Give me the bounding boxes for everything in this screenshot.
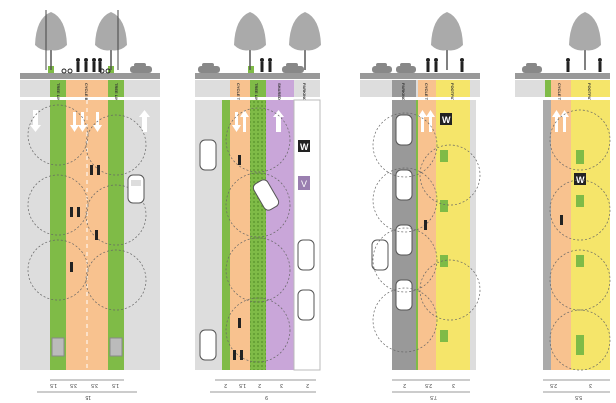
total-width-label: 9 <box>265 394 268 400</box>
v-sign-label: V <box>301 179 307 189</box>
dimension-label: 3 <box>589 382 592 388</box>
car-icon <box>127 174 145 204</box>
cyclist-icon <box>424 220 427 230</box>
dimension-label: 2 <box>224 382 227 388</box>
tree-icon <box>431 12 463 70</box>
dimension-label: 2.5 <box>425 382 432 388</box>
w-sign <box>574 173 586 185</box>
dimension-label: 1.5 <box>112 382 119 388</box>
car-icon <box>372 63 416 73</box>
green-planter <box>576 150 584 355</box>
cyclist-icon <box>560 215 563 225</box>
people-icon <box>260 58 272 72</box>
w-sign <box>298 140 310 152</box>
cyclist-icon <box>70 165 100 272</box>
section-2-elevation <box>195 12 321 79</box>
dimension-label: 2 <box>258 382 261 388</box>
section-1-elevation <box>20 10 160 79</box>
bike-icon <box>61 68 111 74</box>
section-4-dimensions: 2.5 3 5.5 <box>543 379 610 400</box>
tree-icon <box>95 12 127 70</box>
planter-box <box>51 337 65 357</box>
total-width-label: 7.5 <box>430 394 437 400</box>
section-4-plan: W <box>515 100 611 371</box>
green-planter <box>440 150 448 342</box>
car-icon <box>199 139 315 361</box>
section-1: TREE LINE CYCLE BOULEVARD TREE LINE <box>20 10 160 400</box>
people-icon <box>566 58 602 72</box>
dimension-label: 2 <box>306 382 309 388</box>
direction-arrows <box>232 110 284 132</box>
people-icon <box>426 58 464 72</box>
strip-label: PARKING <box>302 83 307 101</box>
w-sign <box>440 113 452 125</box>
direction-arrows <box>418 110 435 132</box>
section-4-label-row: CYCLE TRACK FOOTPATH <box>515 80 610 112</box>
strip-label: CYCLE TRACK <box>424 83 429 112</box>
tree-icon <box>569 12 601 70</box>
strip-label: TREE LINE <box>254 83 259 104</box>
tree-icon <box>234 12 266 70</box>
dimension-label: 3.5 <box>70 382 77 388</box>
tree-icon <box>35 12 67 70</box>
total-width-label: 15 <box>85 394 91 400</box>
total-width-label: 5.5 <box>575 394 582 400</box>
cyclist-icon <box>233 155 243 360</box>
section-1-dimensions: 1.5 3.5 3.5 1.5 15 <box>37 379 137 400</box>
strip-label: CYCLE TRACK <box>557 83 562 112</box>
tree-icon <box>289 12 321 70</box>
dimension-label: 1.5 <box>239 382 246 388</box>
w-sign-label: W <box>442 115 451 125</box>
section-4: CYCLE TRACK FOOTPATH W <box>515 12 611 400</box>
dimension-label: 3 <box>280 382 283 388</box>
strip-label: PARKING <box>401 83 406 101</box>
dimension-label: 1.5 <box>50 382 57 388</box>
car-icon <box>371 114 413 311</box>
strip-label: CYCLE TRACK <box>236 83 241 112</box>
section-2-label-row: CYCLE TRACK TREE LINE SHARED SPACE PARKI… <box>195 80 320 115</box>
strip-label: FOOTPATH <box>587 83 592 105</box>
section-2-plan: W V <box>195 99 321 371</box>
strip-label: TREE LINE <box>114 83 119 104</box>
section-3-dimensions: 2 2.5 3 7.5 <box>392 379 470 400</box>
car-icon <box>130 63 152 73</box>
planter-box <box>109 337 123 357</box>
section-2-dimensions: 2 1.5 2 3 2 9 <box>210 379 316 400</box>
people-icon <box>76 58 102 72</box>
strip-label: TREE LINE <box>56 83 61 104</box>
tree-canopy <box>549 109 611 371</box>
dimension-label: 2.5 <box>550 382 557 388</box>
section-2: CYCLE TRACK TREE LINE SHARED SPACE PARKI… <box>195 12 321 400</box>
direction-arrows <box>30 110 150 132</box>
car-icon <box>198 63 220 73</box>
section-1-label-row: TREE LINE CYCLE BOULEVARD TREE LINE <box>20 80 160 123</box>
tree-canopy <box>225 107 291 363</box>
section-4-elevation <box>515 12 610 79</box>
dimension-label: 2 <box>403 382 406 388</box>
tree-canopy <box>372 112 481 353</box>
section-3-plan: W <box>360 100 481 370</box>
section-1-plan <box>20 100 160 370</box>
direction-arrows <box>523 110 569 132</box>
strip-label: FOOTPATH <box>450 83 455 105</box>
dimension-label: 3 <box>452 382 455 388</box>
v-sign <box>298 176 310 190</box>
car-icon <box>522 63 542 73</box>
w-sign-label: W <box>300 142 309 152</box>
section-3-label-row: PARKING CYCLE TRACK FOOTPATH <box>360 80 480 112</box>
dimension-label: 3.5 <box>91 382 98 388</box>
car-icon <box>282 63 304 73</box>
section-3-elevation <box>360 12 480 79</box>
tree-canopy <box>27 104 147 311</box>
strip-label: SHARED SPACE <box>277 83 282 115</box>
section-3: PARKING CYCLE TRACK FOOTPATH W <box>360 12 481 400</box>
